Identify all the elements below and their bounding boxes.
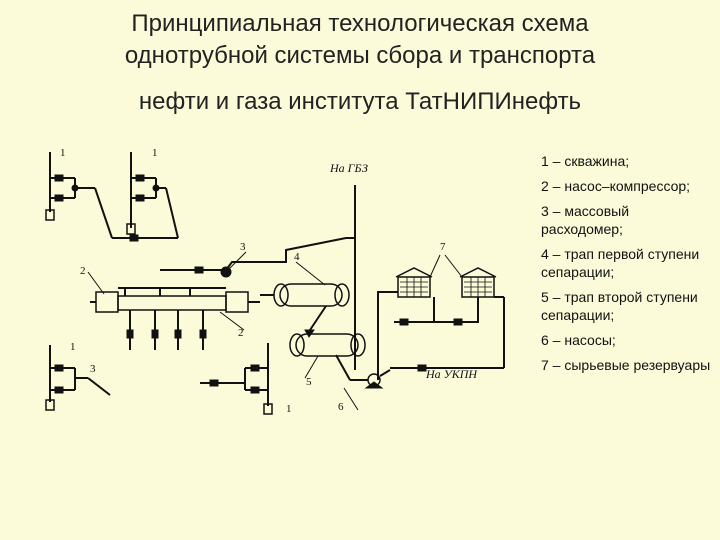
legend-item: 5 – трап второй ступени сепарации; — [541, 289, 698, 323]
title-line-2: однотрубной системы сбора и транспорта — [124, 42, 596, 69]
legend-item: 4 – трап первой ступени сепарации; — [541, 246, 700, 280]
legend-item: 1 – скважина; — [541, 153, 630, 169]
legend-item: 6 – насосы; — [541, 332, 616, 348]
to-gzu-label: На ГБЗ — [329, 161, 368, 175]
well-bottom-mid — [200, 343, 273, 415]
label-pump-compressor-bottom: 2 — [238, 327, 244, 339]
label-well-top-mid: 1 — [152, 147, 158, 159]
pump-compressor — [90, 287, 260, 350]
pumps — [335, 354, 391, 411]
label-well-bottom-mid: 1 — [286, 403, 292, 415]
trap-first-stage — [260, 261, 350, 307]
tanks — [377, 254, 505, 380]
well-bottom-left — [45, 345, 111, 411]
label-pump-compressor-left: 2 — [80, 265, 86, 277]
label-pumps: 6 — [338, 401, 344, 413]
well-top-mid — [126, 152, 179, 239]
legend: 1 – скважина; 2 – насос–компрессор; 3 – … — [541, 152, 711, 381]
label-tanks: 7 — [440, 241, 446, 253]
label-trap-first: 4 — [294, 251, 300, 263]
label-well-bottom-left: 1 — [70, 341, 76, 353]
label-meter-bottom: 3 — [90, 363, 96, 375]
to-ukpn-label: На УКПН — [425, 367, 478, 381]
legend-item: 2 – насос–компрессор; — [541, 178, 691, 194]
label-well-top-left: 1 — [60, 147, 66, 159]
label-meter-top: 3 — [240, 241, 246, 253]
title-line-1: Принципиальная технологическая схема — [131, 10, 589, 37]
title-line-3: нефти и газа института ТатНИПИнефть — [138, 88, 582, 115]
well-top-left — [45, 152, 178, 242]
legend-item: 7 – сырьевые резервуары — [541, 357, 711, 373]
trap-second-stage — [289, 333, 366, 379]
label-trap-second: 5 — [306, 376, 312, 388]
legend-item: 3 – массовый расходомер; — [541, 203, 630, 237]
page-title: Принципиальная технологическая схема одн… — [40, 8, 680, 118]
